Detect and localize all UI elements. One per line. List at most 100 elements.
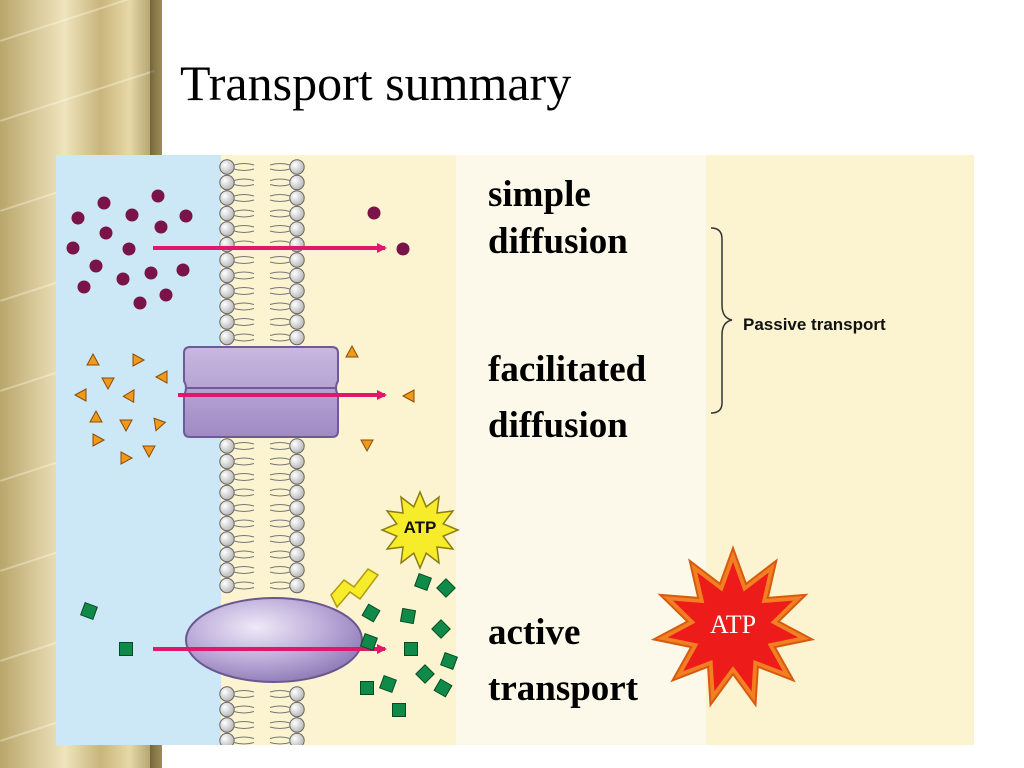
lipid-tail (269, 277, 291, 280)
lipid-head (219, 329, 235, 346)
lipid-tail (233, 178, 255, 181)
lipid-tail (269, 302, 291, 305)
stage-label-facilitated-diffusion: facilitated diffusion (488, 342, 646, 453)
lipid-tail (269, 587, 291, 590)
solute-triangle (92, 433, 106, 447)
lipid-head (289, 159, 305, 175)
solute-dot (133, 296, 147, 310)
solute-dot (144, 266, 158, 280)
lipid-tail (269, 339, 291, 342)
lipid-tail (233, 225, 255, 228)
lipid-tail (269, 535, 291, 538)
solute-square (404, 642, 418, 656)
lipid-tail (269, 199, 291, 202)
solute-square (414, 573, 432, 591)
lipid-head (289, 252, 305, 268)
solute-dot (396, 242, 410, 256)
lipid-tail (269, 721, 291, 724)
lipid-tail (269, 571, 291, 574)
lipid-head (289, 577, 305, 594)
lipid-head (219, 298, 235, 315)
solute-triangle (401, 389, 415, 403)
lipid-head (219, 562, 235, 578)
solute-triangle (86, 352, 100, 366)
lipid-tail (269, 463, 291, 466)
lipid-bilayer (219, 159, 305, 745)
lipid-tail (269, 318, 291, 321)
lipid-tail (269, 168, 291, 171)
solute-dot (66, 241, 80, 255)
solute-triangle (89, 409, 103, 423)
lipid-tail (233, 463, 255, 466)
lipid-tail (269, 256, 291, 259)
lipid-head (219, 453, 235, 470)
lipid-head (219, 577, 235, 594)
lipid-head (289, 453, 305, 470)
lipid-tail (269, 494, 291, 497)
lipid-head (219, 484, 235, 501)
lipid-head (289, 174, 305, 191)
lipid-tail (233, 556, 255, 559)
lipid-head (289, 562, 305, 578)
lipid-tail (269, 240, 291, 243)
solute-square (415, 664, 435, 684)
lipid-head (219, 190, 235, 206)
lipid-tail (233, 194, 255, 197)
atp-large-label: ATP (709, 610, 757, 639)
lipid-head (289, 469, 305, 485)
lipid-tail (233, 271, 255, 274)
lipid-tail (233, 215, 255, 218)
solute-molecules-squares (80, 573, 458, 717)
lipid-head (219, 283, 235, 299)
lipid-tail (269, 504, 291, 507)
solute-dot (179, 209, 193, 223)
lipid-tail (233, 581, 255, 584)
solute-triangle (360, 439, 374, 453)
lipid-head (219, 732, 235, 745)
lipid-tail (269, 163, 291, 166)
lipid-tail (269, 194, 291, 197)
label-panel (456, 155, 706, 745)
solute-square (360, 633, 378, 651)
lipid-head (289, 701, 305, 718)
solute-dot (99, 226, 113, 240)
lipid-tail (233, 333, 255, 336)
lipid-tail (233, 711, 255, 714)
solute-dot (151, 189, 165, 203)
lipid-tail (269, 184, 291, 187)
lipid-tail (233, 256, 255, 259)
lipid-tail (269, 225, 291, 228)
lipid-head (219, 515, 235, 532)
lipid-head (219, 252, 235, 268)
lipid-tail (233, 705, 255, 708)
lipid-tail (233, 442, 255, 445)
lipid-head (219, 221, 235, 237)
lipid-tail (233, 550, 255, 553)
lipid-tail (233, 184, 255, 187)
lipid-tail (233, 478, 255, 481)
stage-label-line: simple (488, 174, 591, 215)
lipid-tail (269, 726, 291, 729)
solute-triangle (132, 353, 146, 367)
lipid-tail (269, 215, 291, 218)
lipid-head (289, 329, 305, 346)
lipid-head (219, 267, 235, 284)
lipid-head (219, 314, 235, 330)
lipid-tail (233, 163, 255, 166)
lipid-tail (233, 566, 255, 569)
solute-triangle (154, 370, 168, 384)
solute-triangle (345, 344, 359, 358)
lipid-tail (233, 447, 255, 450)
lipid-tail (269, 556, 291, 559)
channel-protein (183, 346, 339, 438)
lipid-head (289, 267, 305, 284)
lipid-tail (233, 457, 255, 460)
solute-dot (122, 242, 136, 256)
lipid-tail (233, 509, 255, 512)
stage-label-active-transport: active transport (488, 605, 638, 716)
lipid-tail (269, 447, 291, 450)
lipid-tail (269, 261, 291, 264)
lipid-tail (233, 339, 255, 342)
lipid-head (219, 531, 235, 547)
lipid-tail (233, 277, 255, 280)
